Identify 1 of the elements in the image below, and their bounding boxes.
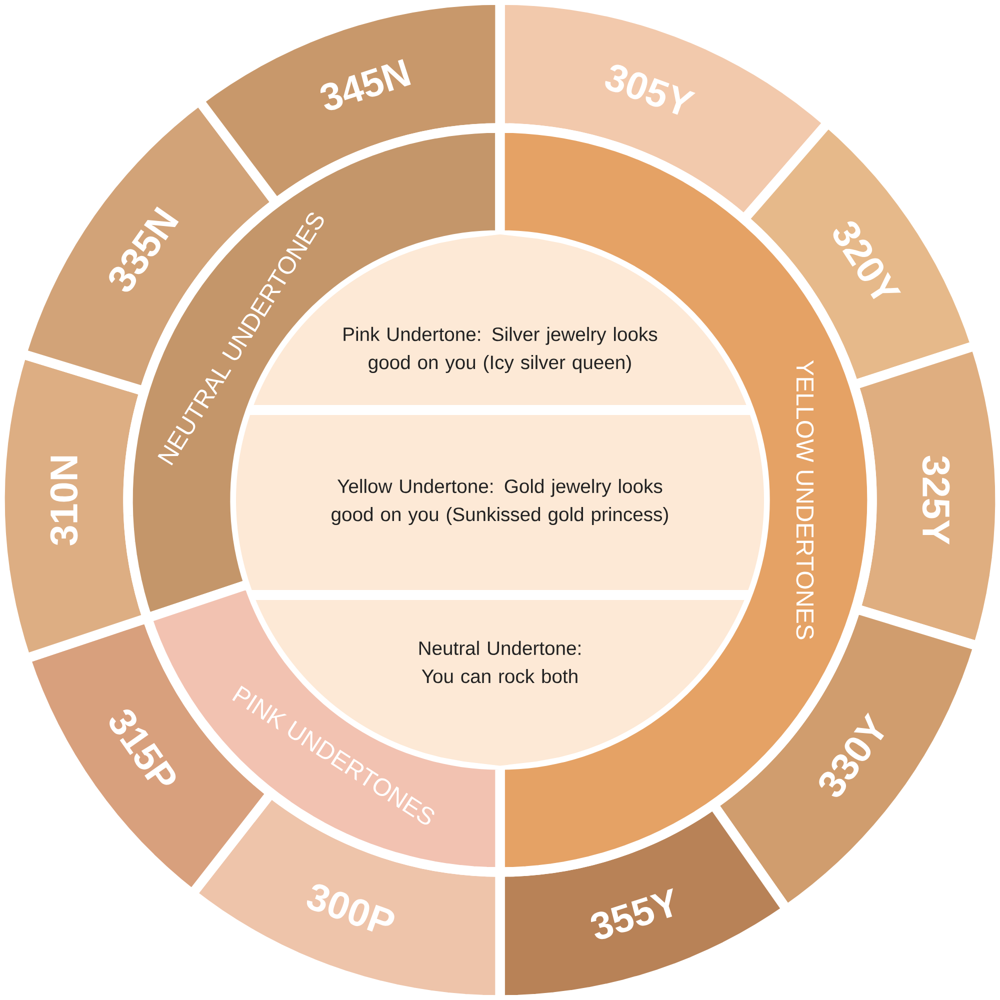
info-band: Yellow Undertone: Gold jewelry looks good on you (Sunkissed gold princess)	[236, 415, 764, 590]
